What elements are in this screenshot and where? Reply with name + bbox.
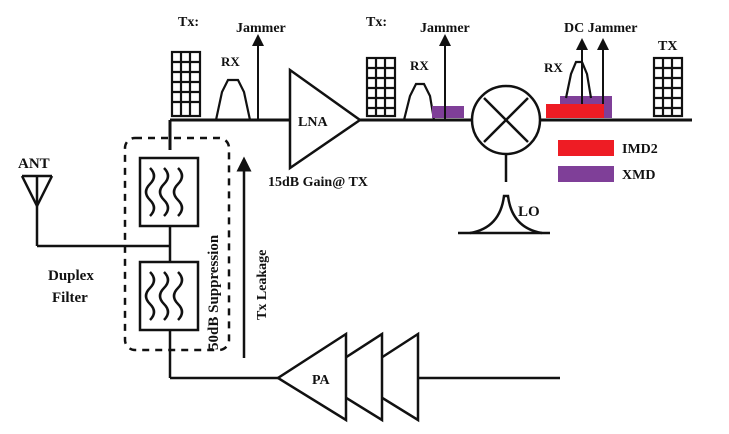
xmd-legend-label: XMD (622, 168, 655, 183)
ant-label: ANT (18, 156, 50, 172)
imd2-legend-label: IMD2 (622, 142, 658, 157)
tx-label-2: Tx: (366, 15, 387, 30)
xmd-legend-swatch (558, 166, 614, 182)
tx-spectrum-block-1 (170, 50, 202, 118)
rx-label-2: RX (410, 58, 429, 73)
xmd-block-2 (432, 106, 464, 118)
rx-band-2 (402, 82, 436, 121)
rx-band-1 (214, 78, 252, 121)
rx-label-3: RX (544, 60, 563, 75)
tx-label-3: TX (658, 39, 677, 54)
tx-filter-box (138, 260, 200, 332)
rx-label-1: RX (221, 54, 240, 69)
lna-label: LNA (298, 115, 328, 130)
imd2-legend-swatch (558, 140, 614, 156)
mixer (470, 84, 542, 156)
suppression-label: 50dB Suppression (206, 234, 222, 350)
duplex-filter-boundary (123, 136, 231, 352)
pa-amplifier (275, 331, 420, 423)
imd2-block-3 (546, 104, 604, 118)
lna-amplifier (288, 67, 363, 171)
rx-band-3 (564, 60, 593, 99)
tx-spectrum-block-2 (365, 56, 397, 118)
tx-leakage-label: Tx Leakage (255, 250, 270, 320)
duplex-label: Duplex (48, 268, 94, 284)
dc-jammer-label: DC Jammer (564, 21, 637, 36)
antenna-icon (20, 174, 140, 248)
rx-filter-box (138, 156, 200, 228)
pa-label: PA (312, 373, 331, 388)
tx-spectrum-block-3 (652, 56, 684, 118)
lo-label: LO (518, 204, 540, 220)
jammer-label-1: Jammer (236, 21, 286, 36)
filter-label: Filter (52, 290, 88, 306)
jammer-label-2: Jammer (420, 21, 470, 36)
rx-signal-path (168, 118, 692, 150)
filter-connections (140, 226, 278, 380)
lo-path (458, 154, 550, 235)
tx-label-1: Tx: (178, 15, 199, 30)
lna-gain-label: 15dB Gain@ TX (268, 175, 368, 190)
